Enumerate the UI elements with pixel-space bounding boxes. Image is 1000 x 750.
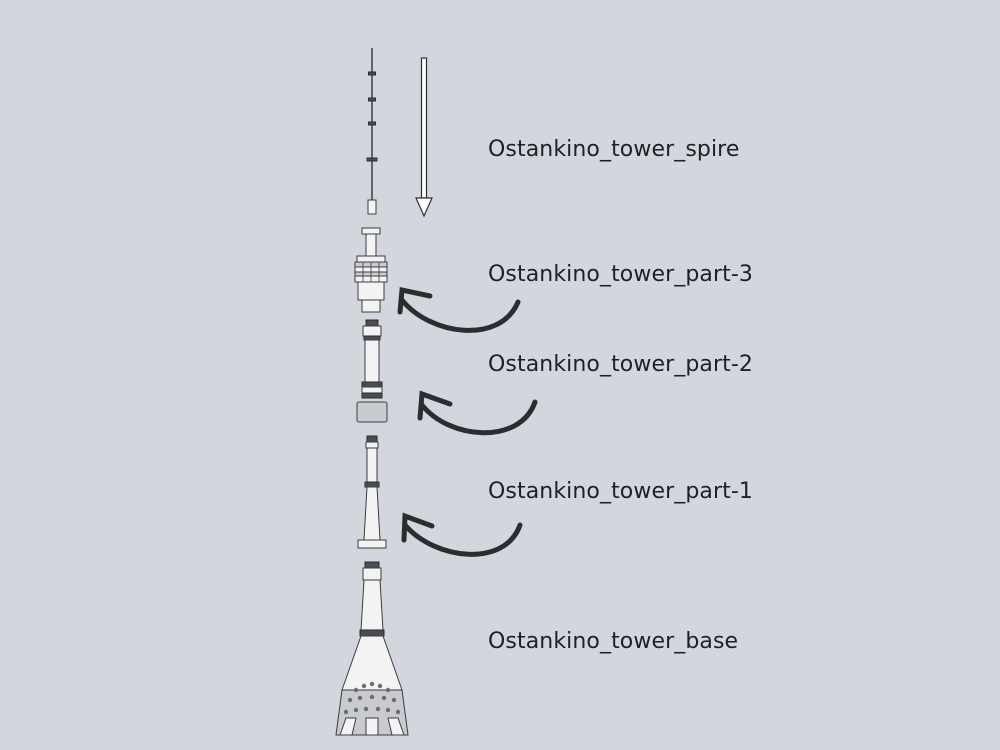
insert-arrow-curved-part-1 <box>401 512 523 557</box>
insert-arrow-curved-part-3 <box>397 286 521 333</box>
tower-spire <box>366 48 378 215</box>
insert-arrow-curved-part-2 <box>417 390 538 436</box>
tower-part-1 <box>357 435 387 549</box>
label-spire: Ostankino_tower_spire <box>488 137 740 162</box>
label-part-2: Ostankino_tower_part-2 <box>488 352 753 377</box>
label-part-3: Ostankino_tower_part-3 <box>488 262 753 287</box>
label-base: Ostankino_tower_base <box>488 629 739 654</box>
tower-part-3 <box>354 227 388 313</box>
insert-arrow-straight <box>415 57 433 218</box>
tower-part-2 <box>356 319 388 423</box>
tower-base <box>335 561 409 736</box>
label-part-1: Ostankino_tower_part-1 <box>488 479 753 504</box>
